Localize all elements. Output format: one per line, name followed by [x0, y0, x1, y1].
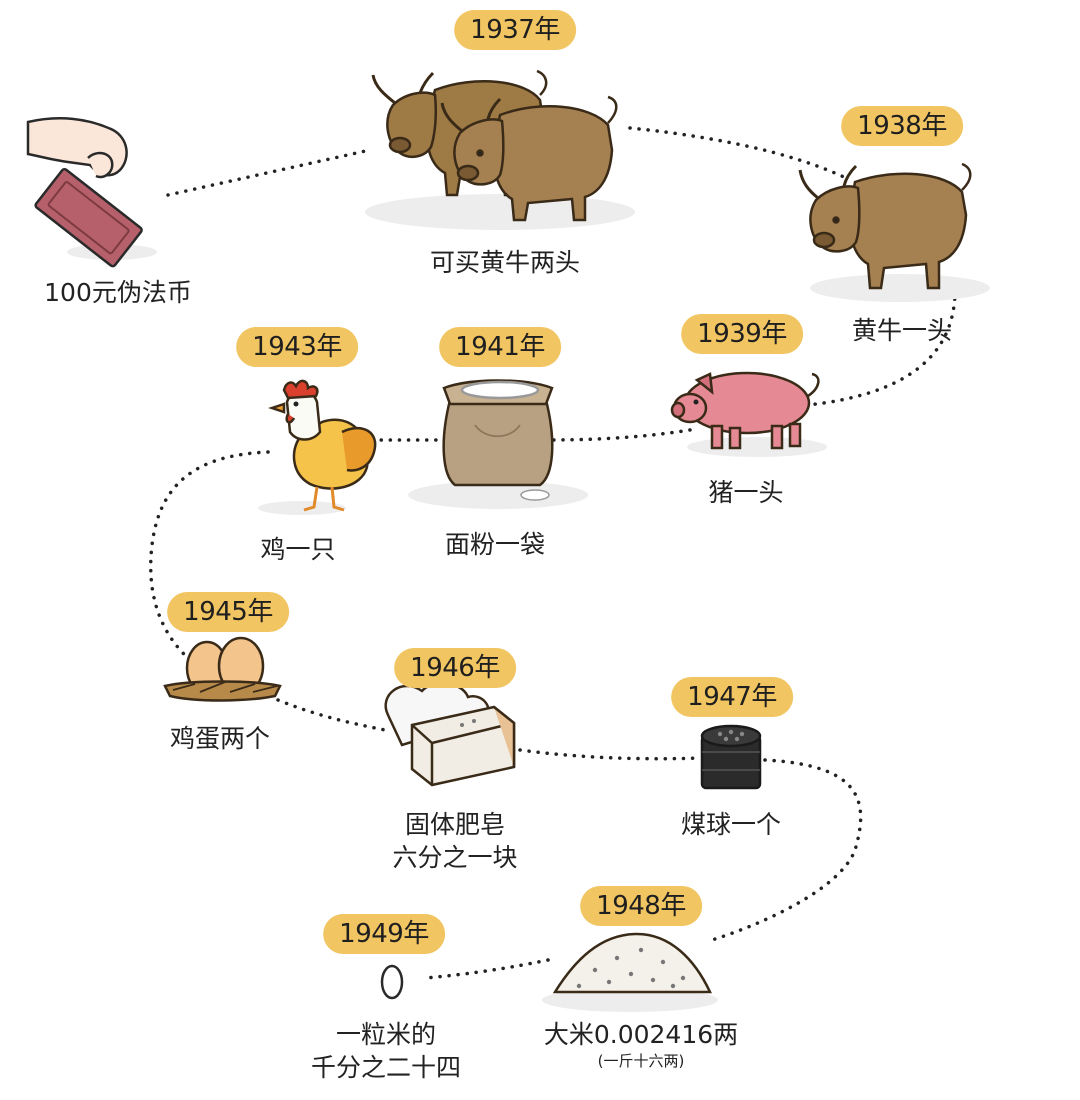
caption-1946: 固体肥皂 六分之一块 [392, 808, 517, 874]
caption-1948-note: (一斤十六两) [597, 1052, 685, 1070]
cattle-icon [798, 162, 972, 290]
rice-grain-icon [380, 964, 404, 1000]
ground-shadows [67, 194, 990, 1012]
start-caption: 100元伪法币 [44, 276, 192, 309]
caption-1941-line-1: 面粉一袋 [444, 530, 546, 559]
caption-1941: 面粉一袋 [445, 528, 545, 561]
banknote-icon [34, 167, 143, 268]
two-cattle-icon [371, 69, 618, 222]
eggs-in-nest-icon [163, 636, 282, 702]
chicken-icon [268, 379, 377, 512]
year-pill-1943: 1943年 [236, 327, 358, 367]
year-pill-1941: 1941年 [439, 327, 561, 367]
caption-1947-line-1: 煤球一个 [680, 810, 782, 839]
caption-1948-line-1: 大米0.002416两 [543, 1020, 739, 1049]
caption-1947: 煤球一个 [681, 808, 781, 841]
year-pill-1948: 1948年 [580, 886, 702, 926]
year-pill-1939: 1939年 [681, 314, 803, 354]
caption-1943-line-1: 鸡一只 [260, 535, 336, 564]
caption-1946-line-2: 六分之一块 [392, 843, 518, 872]
caption-1943: 鸡一只 [260, 533, 335, 566]
caption-1946-line-1: 固体肥皂 [404, 810, 506, 839]
year-pill-1945: 1945年 [167, 592, 289, 632]
caption-1949: 一粒米的 千分之二十四 [311, 1018, 461, 1084]
year-pill-1938: 1938年 [841, 106, 963, 146]
flour-sack-icon [442, 379, 554, 501]
caption-1938: 黄牛一头 [852, 314, 952, 347]
pig-icon [670, 371, 820, 450]
year-pill-1947: 1947年 [671, 677, 793, 717]
caption-1945: 鸡蛋两个 [170, 722, 270, 755]
year-pill-1949: 1949年 [323, 914, 445, 954]
caption-1949-line-2: 千分之二十四 [310, 1053, 462, 1082]
coal-briquette-icon [700, 724, 762, 790]
caption-1945-line-1: 鸡蛋两个 [169, 724, 271, 753]
year-pill-1937: 1937年 [454, 10, 576, 50]
caption-1937-line-1: 可买黄牛两头 [429, 248, 581, 277]
caption-1949-line-1: 一粒米的 [335, 1020, 437, 1049]
start-label: 100元伪法币 [44, 278, 192, 307]
caption-1938-line-1: 黄牛一头 [851, 316, 953, 345]
caption-1939-line-1: 猪一头 [708, 478, 784, 507]
hand-fingers [87, 151, 114, 179]
soap-icon [384, 682, 516, 787]
year-pill-1946: 1946年 [394, 648, 516, 688]
caption-1937: 可买黄牛两头 [430, 246, 580, 279]
caption-1939: 猪一头 [708, 476, 783, 509]
rice-pile-icon [552, 932, 712, 994]
caption-1948: 大米0.002416两 (一斤十六两) [544, 1018, 738, 1071]
